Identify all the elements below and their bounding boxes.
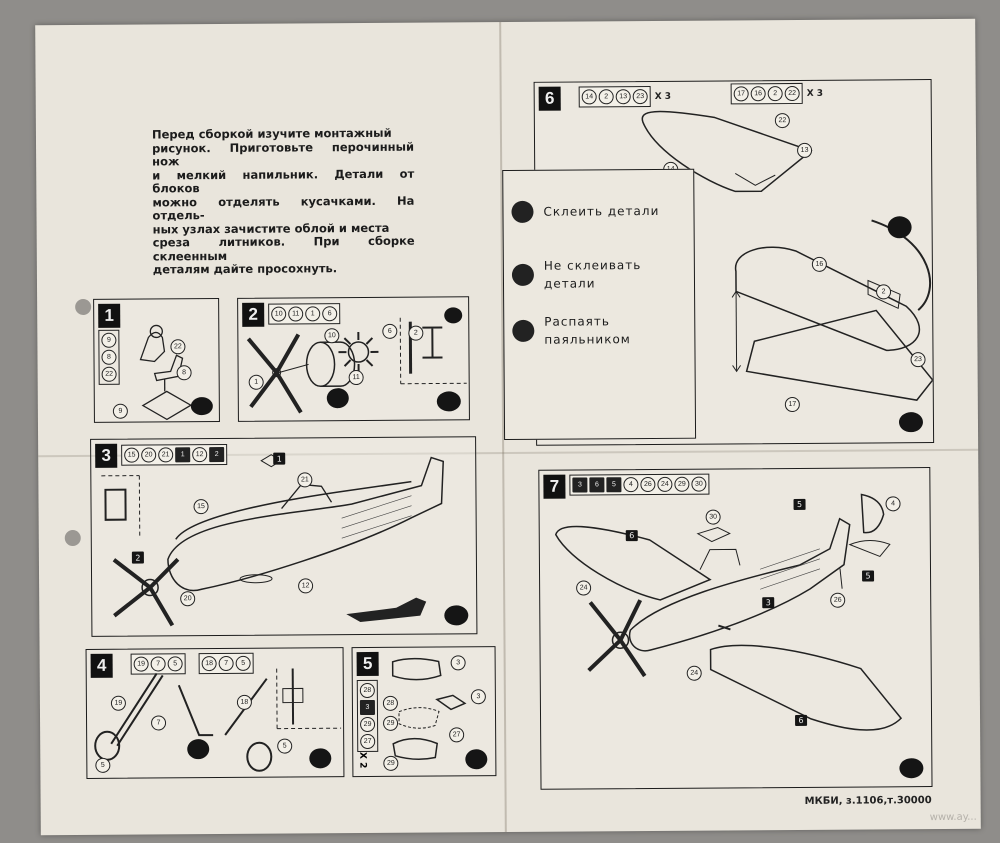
- instruction-line: деталям дайте просохнуть.: [152, 261, 338, 277]
- callout: 30: [705, 509, 721, 525]
- callout: 20: [180, 591, 196, 607]
- callout: 2: [131, 551, 144, 564]
- propeller-assembly-drawing: [246, 317, 467, 414]
- step-5-panel: 5 28 3 29 27 X 2 3 28 3 29 27 29: [351, 646, 497, 778]
- instruction-line: можно отделять кусачками. На отдель-: [152, 193, 415, 223]
- legend-label: Не склеивать детали: [544, 256, 684, 293]
- callout: 3: [762, 597, 775, 609]
- legend-label: Распаять паяльником: [544, 312, 684, 349]
- callout: 19: [110, 695, 126, 711]
- final-assembly-drawing: [554, 493, 903, 731]
- callout: 22: [170, 339, 186, 355]
- callout: 2: [876, 284, 892, 300]
- glue-icon: [436, 391, 461, 412]
- callout: 6: [625, 530, 638, 542]
- instruction-sheet: Перед сборкой изучите монтажный рисунок.…: [35, 18, 981, 836]
- no-glue-icon: [444, 307, 463, 324]
- callout: 3: [450, 655, 466, 671]
- no-glue-icon: [309, 748, 332, 769]
- tail-parts-drawing: [391, 657, 467, 760]
- step-6-panel: 6 14 2 13 23 X 3 17 16 2 22 X 3: [533, 79, 935, 446]
- solder-icon: [512, 319, 535, 342]
- legend-box: Склеить детали Не склеивать детали Распа…: [502, 168, 697, 441]
- glue-icon: [899, 758, 924, 779]
- callout: 27: [449, 727, 465, 743]
- callout: 13: [797, 142, 813, 158]
- no-glue-icon: [511, 263, 535, 286]
- fuselage-assembly-drawing: [101, 454, 445, 627]
- callout: 2: [408, 325, 424, 341]
- legend-no-glue: Не склеивать детали: [511, 256, 684, 293]
- step-7-panel: 7 3 6 5 4 26 24 29 30: [538, 467, 933, 790]
- instruction-line: рисунок. Приготовьте перочинный нож: [151, 139, 415, 169]
- callout: 29: [383, 715, 399, 731]
- punch-hole: [75, 298, 92, 316]
- step-1-panel: 1 9 8 22 22 8 9: [93, 298, 220, 423]
- callout: 4: [885, 496, 901, 512]
- callout: 6: [382, 323, 398, 339]
- callout: 24: [576, 580, 592, 596]
- callout: 26: [830, 592, 846, 608]
- callout: 21: [297, 472, 313, 488]
- landing-gear-drawing: [94, 668, 342, 772]
- callout: 5: [277, 738, 293, 754]
- no-glue-icon: [326, 388, 349, 409]
- callout: 16: [811, 256, 827, 272]
- no-glue-icon: [887, 216, 912, 239]
- callout: 15: [193, 499, 209, 515]
- callout: 12: [298, 578, 314, 594]
- callout: 11: [348, 370, 364, 386]
- no-glue-icon: [187, 739, 210, 760]
- callout: 3: [470, 689, 486, 705]
- callout: 5: [95, 757, 111, 773]
- glue-icon: [898, 412, 924, 433]
- step-2-panel: 2 10 11 1 6 10 6 1 11 2: [237, 296, 470, 422]
- legend-label-line: детали: [543, 276, 596, 291]
- instruction-line: и мелкий напильник. Детали от блоков: [152, 166, 415, 196]
- watermark: www.ay...: [929, 811, 977, 824]
- glue-icon: [444, 605, 469, 626]
- legend-label-line: Распаять: [544, 314, 610, 329]
- callout: 5: [793, 498, 806, 511]
- legend-label-line: паяльником: [544, 332, 631, 347]
- callout: 23: [910, 352, 926, 368]
- callout: 7: [151, 715, 167, 731]
- punch-hole: [64, 529, 81, 547]
- callout: 22: [774, 113, 790, 129]
- glue-icon: [511, 200, 534, 223]
- callout: 6: [795, 714, 808, 727]
- legend-glue: Склеить детали: [511, 200, 683, 223]
- callout: 24: [686, 665, 702, 681]
- step-4-panel: 4 19 7 5 18 7 5 19 7: [85, 647, 345, 779]
- legend-label-line: Не склеивать: [543, 258, 642, 273]
- glue-icon: [190, 397, 213, 416]
- callout: 5: [862, 570, 875, 582]
- print-info: МКБИ, з.1106,т.30000: [804, 795, 932, 807]
- callout: 1: [273, 452, 286, 465]
- callout: 29: [383, 755, 399, 771]
- callout: 9: [112, 403, 128, 419]
- legend-label: Склеить детали: [543, 203, 660, 219]
- glue-icon: [465, 749, 488, 770]
- callout: 28: [382, 695, 398, 711]
- callout: 10: [324, 328, 340, 344]
- assembly-instructions: Перед сборкой изучите монтажный рисунок.…: [151, 126, 415, 277]
- step-3-panel: 3 15 20 21 1 12 2 1 21: [90, 436, 478, 637]
- callout: 8: [176, 365, 192, 381]
- callout: 1: [248, 374, 264, 390]
- instruction-line: среза литников. При сборке склеенным: [152, 233, 415, 263]
- callout: 17: [784, 396, 800, 413]
- legend-solder: Распаять паяльником: [512, 312, 684, 349]
- callout: 18: [236, 694, 252, 710]
